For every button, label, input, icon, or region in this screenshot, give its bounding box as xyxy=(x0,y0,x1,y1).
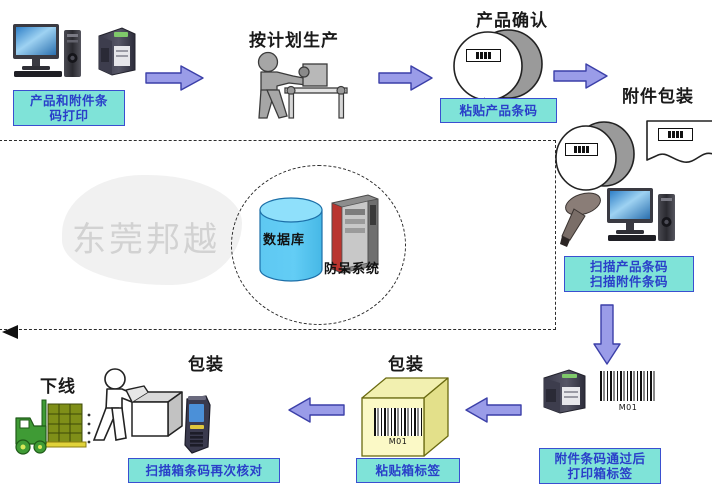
callout-stick-carton-label-line1: 粘贴箱标签 xyxy=(375,463,441,478)
arrow-right-2 xyxy=(378,65,433,91)
watermark-text: 东莞邦越 xyxy=(72,220,220,260)
arrow-left-2 xyxy=(288,397,345,423)
heading-pack-right: 包装 xyxy=(388,355,424,375)
callout-scan-barcodes-line2: 扫描附件条码 xyxy=(589,274,668,289)
label-printer-icon xyxy=(98,27,136,76)
heading-offline: 下线 xyxy=(40,377,76,397)
label-printer-icon-bottom xyxy=(543,369,586,414)
callout-print-barcodes-line1: 产品和附件条 xyxy=(29,93,108,108)
database-cylinder-icon xyxy=(259,197,323,282)
packing-worker-icon xyxy=(92,368,183,441)
heading-accessory-pack: 附件包装 xyxy=(622,87,694,107)
callout-print-barcodes-line2: 码打印 xyxy=(49,108,89,123)
callout-stick-product-barcode: 粘贴产品条码 xyxy=(440,98,557,123)
accessory-roll-icon xyxy=(555,121,635,191)
pda-terminal-icon xyxy=(184,395,211,454)
system-label: 防呆系统 xyxy=(324,262,381,277)
printed-barcode xyxy=(600,371,656,401)
callout-stick-product-barcode-line1: 粘贴产品条码 xyxy=(459,103,538,118)
database-label: 数据库 xyxy=(263,233,306,248)
worker-conveyor-icon xyxy=(257,51,348,119)
callout-print-carton-label-line2: 打印箱标签 xyxy=(567,466,633,481)
core-system-circle xyxy=(231,165,406,325)
carton-barcode xyxy=(374,408,422,436)
carton-barcode-number: M01 xyxy=(388,437,408,446)
barcode-scanner-icon xyxy=(560,192,601,247)
accessory-barcode-tag-left xyxy=(565,143,598,156)
callout-scan-carton-recheck: 扫描箱条码再次核对 xyxy=(128,458,280,483)
heading-product-confirm: 产品确认 xyxy=(476,11,548,31)
watermark-blob xyxy=(62,175,242,285)
arrow-left-1 xyxy=(465,397,522,423)
heading-pack-left: 包装 xyxy=(188,355,224,375)
system-boundary-box xyxy=(0,140,556,330)
server-icon xyxy=(331,194,379,274)
forklift-pallet-icon xyxy=(15,399,87,455)
callout-stick-carton-label: 粘贴箱标签 xyxy=(356,458,460,483)
product-barcode-tag xyxy=(466,49,501,62)
callout-scan-barcodes-line1: 扫描产品条码 xyxy=(589,259,668,274)
heading-production: 按计划生产 xyxy=(249,31,339,51)
printed-barcode-number: M01 xyxy=(618,403,638,412)
arrow-down-1 xyxy=(593,304,621,365)
accessory-barcode-tag-right xyxy=(658,128,693,141)
callout-scan-barcodes: 扫描产品条码 扫描附件条码 xyxy=(564,256,694,292)
callout-print-barcodes: 产品和附件条 码打印 xyxy=(13,90,125,126)
product-roll-icon xyxy=(453,29,543,101)
pallet-connector-dots xyxy=(87,413,91,444)
callout-scan-carton-recheck-line1: 扫描箱条码再次核对 xyxy=(145,463,263,478)
flow-return-arrowhead xyxy=(2,325,18,339)
callout-print-carton-label-line1: 附件条码通过后 xyxy=(554,451,646,466)
desktop-computer-icon-right xyxy=(607,188,675,241)
arrow-right-1 xyxy=(145,65,204,91)
callout-print-carton-label: 附件条码通过后 打印箱标签 xyxy=(539,448,661,484)
arrow-right-3 xyxy=(553,63,608,89)
desktop-computer-icon xyxy=(13,24,81,77)
